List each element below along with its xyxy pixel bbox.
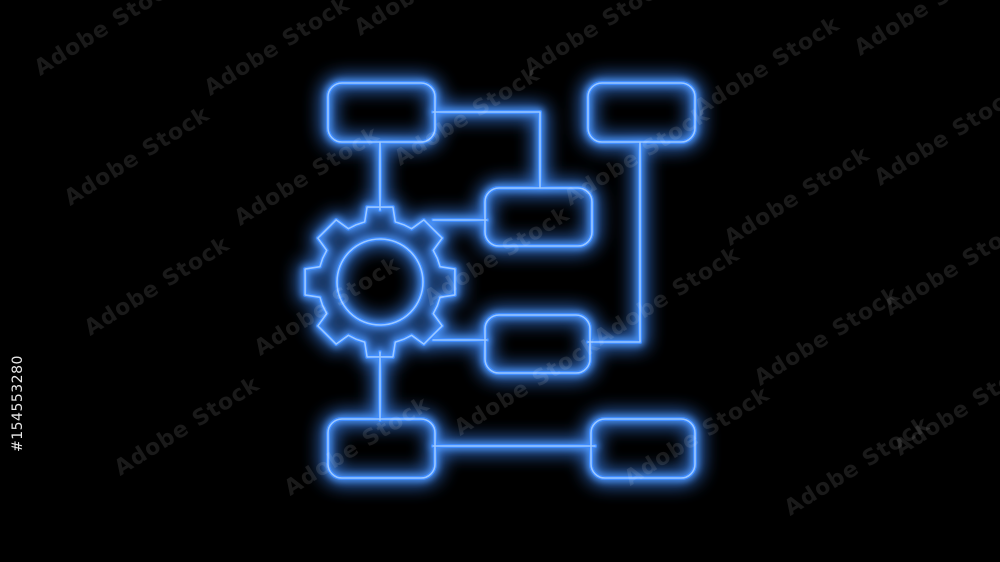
stock-id-label: #154553280	[10, 355, 26, 452]
